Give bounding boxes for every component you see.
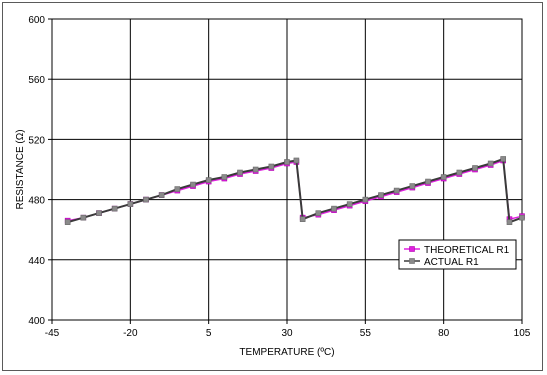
data-point (284, 159, 290, 165)
data-point (293, 157, 300, 164)
series (64, 156, 525, 225)
x-axis-label: TEMPERATURE (ºC) (239, 347, 334, 358)
legend-swatch-marker (409, 246, 415, 252)
data-point (331, 205, 337, 212)
grid (48, 18, 523, 324)
y-tick-label: 520 (28, 135, 45, 146)
data-point (425, 178, 431, 185)
plot-area (51, 18, 523, 321)
x-tick-label: 80 (438, 328, 450, 339)
series-line (67, 157, 523, 224)
data-point (252, 166, 259, 173)
data-point (237, 169, 243, 176)
legend-swatch-marker (409, 258, 415, 264)
y-tick-label: 440 (28, 256, 45, 267)
data-point (346, 201, 353, 207)
data-point (440, 174, 447, 180)
data-point (221, 174, 228, 180)
data-point (500, 156, 507, 162)
data-point (190, 181, 196, 188)
x-tick-label: 30 (281, 328, 293, 339)
x-tick-label: 105 (514, 328, 531, 339)
legend-label: ACTUAL R1 (424, 257, 479, 268)
data-point (362, 196, 369, 203)
series-actual (64, 156, 525, 225)
data-point (409, 183, 416, 189)
data-point (64, 219, 71, 225)
data-point (299, 216, 306, 222)
y-tick-label: 400 (28, 316, 45, 327)
tick-labels: -45 -20 5 30 55 80 105 400 440 480 520 560 600 (28, 15, 530, 339)
data-point (378, 192, 384, 198)
data-point (80, 214, 87, 221)
data-point (205, 177, 212, 183)
data-point (393, 187, 400, 194)
x-tick-label: 55 (360, 328, 372, 339)
data-point (96, 210, 102, 216)
x-tick-label: 5 (206, 328, 212, 339)
legend-label: THEORETICAL R1 (424, 245, 510, 256)
legend-box (398, 239, 517, 270)
y-tick-label: 560 (28, 75, 45, 86)
data-point (487, 160, 494, 167)
data-point (506, 219, 513, 225)
series-line (67, 159, 523, 222)
x-tick-label: -20 (123, 328, 138, 339)
data-point (519, 214, 525, 221)
chart-frame (2, 2, 543, 371)
data-point (174, 186, 181, 192)
data-point (158, 192, 165, 198)
y-axis-label: RESISTANCE (Ω) (15, 129, 26, 209)
data-point (472, 165, 478, 171)
data-point (143, 196, 149, 203)
data-point (315, 210, 322, 216)
x-tick-label: -45 (45, 328, 60, 339)
data-point (456, 169, 463, 176)
data-point (111, 205, 118, 212)
y-tick-label: 480 (28, 196, 45, 207)
y-tick-label: 600 (28, 15, 45, 26)
series-theoretical (64, 157, 525, 224)
data-point (127, 201, 134, 207)
data-point (268, 163, 275, 170)
